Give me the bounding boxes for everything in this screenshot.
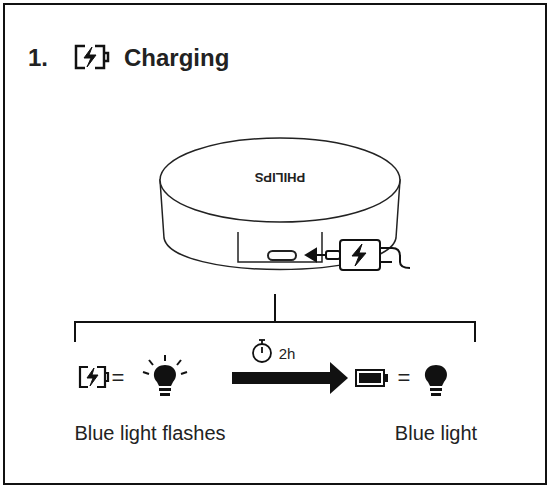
heading: Charging [124, 45, 229, 71]
outer-frame [4, 4, 546, 484]
usb-c-cable [326, 240, 410, 270]
timer-icon [253, 340, 271, 362]
charging-icon [76, 46, 108, 68]
time-arrow [232, 362, 348, 394]
steady-bulb [425, 365, 447, 396]
bracket [75, 294, 475, 342]
status-text: Blue light flashes [74, 422, 225, 444]
charging-icon [80, 367, 108, 387]
equals-sign: = [398, 366, 411, 390]
equals-sign: = [112, 366, 125, 390]
flashing-bulb [143, 355, 187, 396]
brand-logo: PHILIPS [255, 170, 306, 184]
battery-full-icon [356, 370, 388, 386]
charging-case [160, 138, 400, 270]
section-number: 1. [28, 45, 48, 71]
duration: 2h [279, 346, 296, 363]
status-text: Blue light [395, 422, 477, 444]
